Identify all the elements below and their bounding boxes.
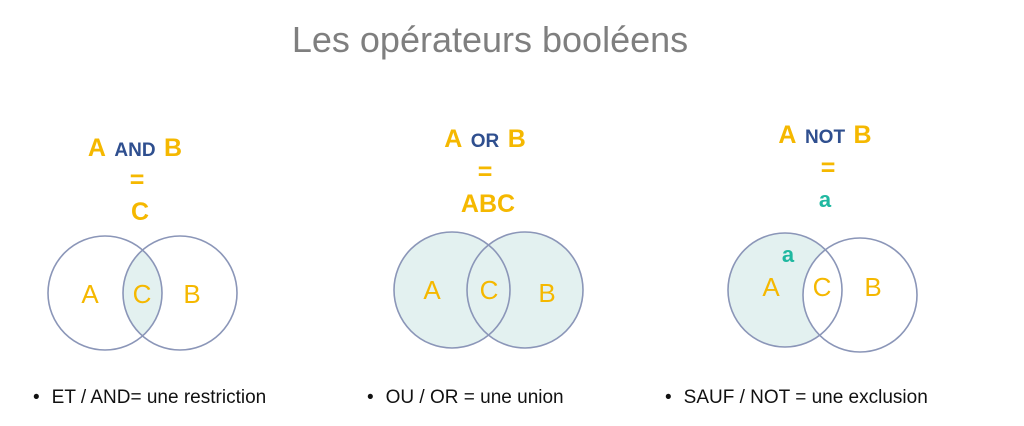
bullet-and: •ET / AND= une restriction [33, 387, 266, 408]
circle-a [727, 232, 843, 348]
label-a: A [762, 272, 780, 302]
label-b: B [864, 272, 881, 302]
and-equals: = [130, 166, 145, 194]
not-result: a [819, 187, 832, 212]
label-a: A [423, 275, 441, 305]
region-label-a: a [782, 242, 795, 267]
and-expression: A AND B [88, 134, 182, 162]
and-intersection-fill [123, 236, 162, 350]
label-b: B [538, 278, 555, 308]
and-result: C [131, 198, 149, 226]
label-c: C [813, 272, 832, 302]
or-equals: = [478, 158, 493, 186]
panel-and: A AND B = C A C B •ET / AND= une restric… [33, 134, 266, 408]
not-expression: A NOT B [778, 121, 871, 149]
slide-title: Les opérateurs booléens [292, 19, 688, 60]
circle-b [122, 235, 238, 351]
bullet-or: •OU / OR = une union [367, 387, 564, 408]
label-b: B [183, 279, 200, 309]
label-c: C [133, 279, 152, 309]
panel-or: A OR B = ABC A C B •OU / OR = une union [367, 125, 584, 408]
circle-b [802, 237, 918, 353]
panel-not: A NOT B = a a A C B •SAUF / NOT = une ex… [665, 121, 928, 408]
circle-b [466, 231, 584, 349]
bullet-not: •SAUF / NOT = une exclusion [665, 387, 928, 408]
circle-a [47, 235, 163, 351]
label-a: A [81, 279, 99, 309]
or-expression: A OR B [444, 125, 526, 153]
circle-a [393, 231, 511, 349]
or-result: ABC [461, 190, 515, 218]
label-c: C [480, 275, 499, 305]
or-fill-b [467, 232, 583, 348]
not-equals: = [821, 154, 836, 182]
